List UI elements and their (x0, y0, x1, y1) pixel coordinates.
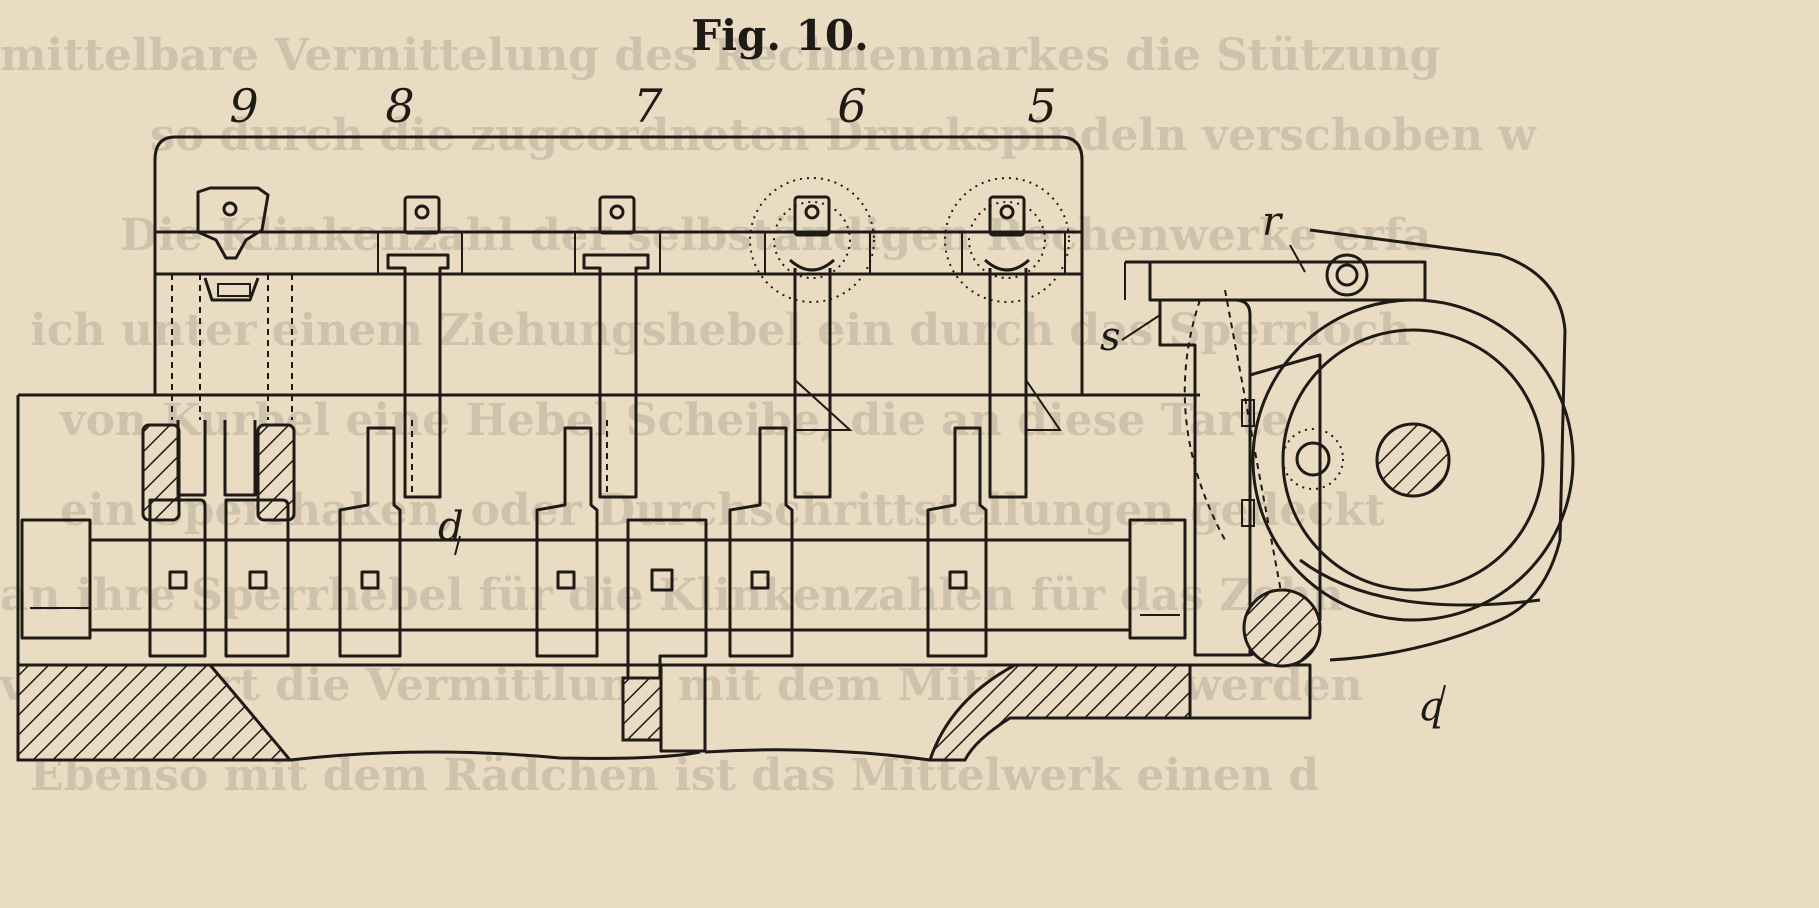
label-s-leader (1121, 314, 1161, 341)
base-block (16, 663, 1312, 762)
label-r-leader (1289, 244, 1306, 273)
bleed-line: ich unter einem Ziehungshebel ein durch … (30, 305, 1410, 356)
bleed-line: mittelbare Vermittelung des Rechnenmarke… (0, 30, 1440, 81)
end-block (1128, 518, 1187, 640)
bleed-line: von Kurbel eine Hebel Scheibe, die an di… (59, 395, 1289, 446)
lever-r-s (1124, 253, 1427, 668)
hatched-blocks-slot-9 (141, 420, 296, 522)
bleed-through-text: mittelbare Vermittelung des Rechnenmarke… (0, 30, 1537, 801)
latch-slot-7 (582, 195, 650, 499)
label-d: d (438, 504, 464, 550)
latch-slot-6 (749, 177, 875, 499)
label-d-marker: d (438, 504, 464, 556)
cam-levers (148, 426, 988, 742)
label-q: q (1418, 684, 1444, 730)
slot-number: 6 (837, 79, 866, 133)
slot-number: 7 (633, 79, 663, 133)
latch-slot-5 (944, 177, 1070, 499)
label-s: s (1100, 314, 1121, 360)
slot-number: 9 (229, 79, 258, 133)
shaft-d (90, 538, 1130, 632)
comb-plate (153, 135, 1084, 397)
figure-title: Fig. 10. (691, 11, 868, 60)
slot-number: 5 (1027, 79, 1056, 133)
label-r: r (1262, 199, 1284, 245)
latch-slot-8 (386, 195, 450, 499)
label-q-leader (1439, 684, 1446, 706)
slot-number: 8 (385, 79, 414, 133)
